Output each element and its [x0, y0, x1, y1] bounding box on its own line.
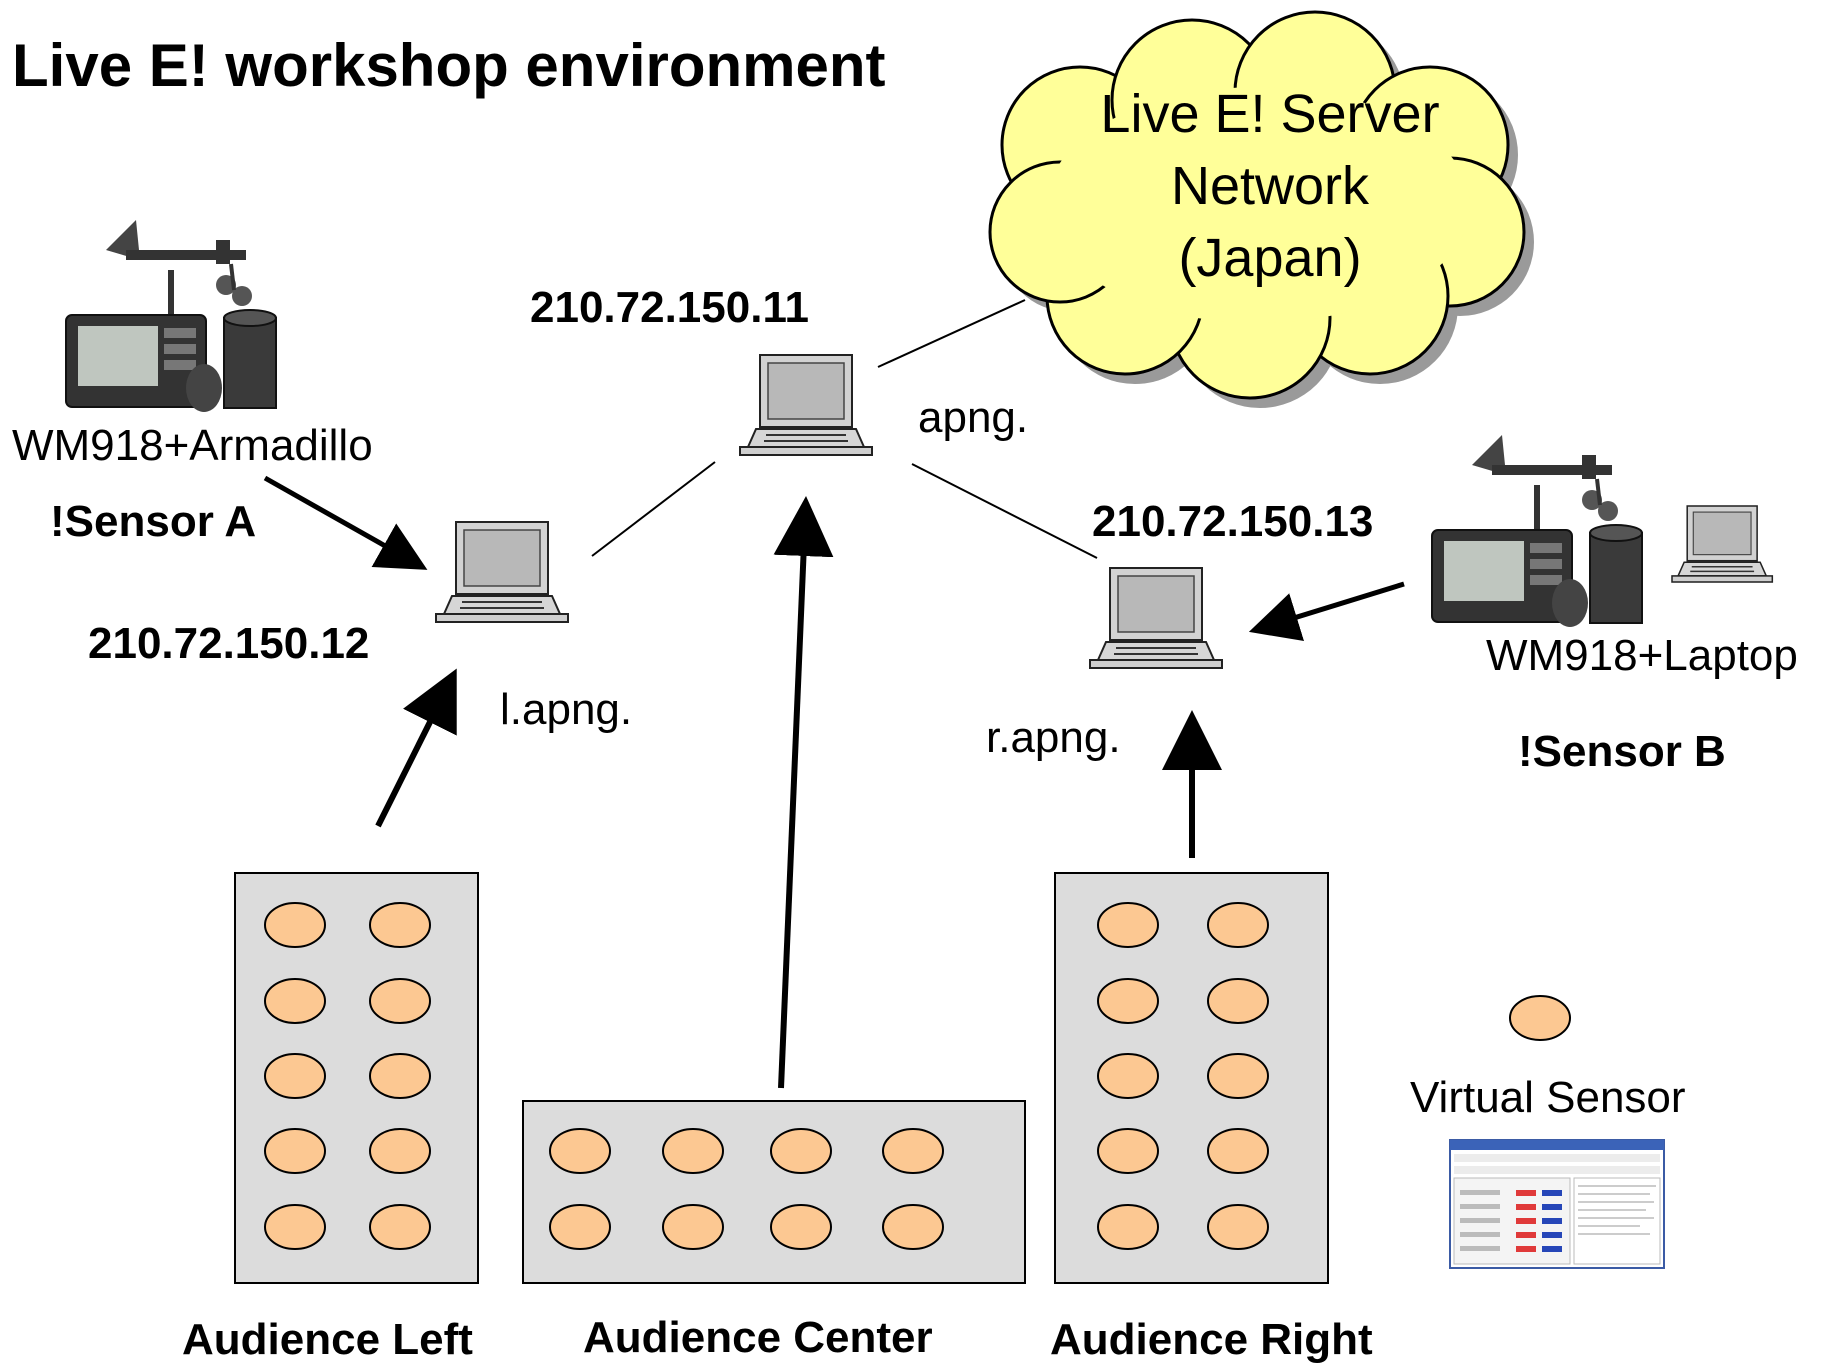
access-point-right-laptop: [1089, 567, 1223, 669]
arrow-audience-center-to-center: [773, 496, 834, 1089]
sensor-a-weather-station: [64, 218, 278, 414]
arrow-sensor-a-to-left: [263, 475, 428, 570]
audience-right-block: [1054, 872, 1329, 1284]
legend-virtual-sensor-label: Virtual Sensor: [1410, 1073, 1686, 1122]
virtual-sensor-seat-center: [549, 1128, 611, 1174]
virtual-sensor-seat-right: [1097, 978, 1159, 1024]
sensor-b-weather-station: [1430, 433, 1644, 629]
audience-right-label: Audience Right: [1050, 1315, 1373, 1364]
virtual-sensor-seat-right: [1207, 978, 1269, 1024]
cloud-label-line-3: (Japan): [1178, 228, 1362, 288]
virtual-sensor-seat-left: [369, 1204, 431, 1250]
access-point-right-ip: 210.72.150.13: [1092, 497, 1374, 546]
arrow-sensor-b-to-right: [1248, 581, 1405, 642]
audience-center-block: [522, 1100, 1026, 1284]
legend-virtual-sensor-icon: [1509, 995, 1571, 1041]
virtual-sensor-seats: [264, 902, 1269, 1250]
cloud-label-line-2: Network: [1170, 156, 1370, 216]
virtual-sensor-seat-center: [882, 1204, 944, 1250]
virtual-sensor-seat-left: [369, 978, 431, 1024]
audience-center-label: Audience Center: [583, 1313, 933, 1362]
link-center-left: [591, 461, 716, 557]
audience-left-label: Audience Left: [182, 1315, 473, 1364]
virtual-sensor-seat-left: [264, 1053, 326, 1099]
sensor-b-device-label: WM918+Laptop: [1486, 631, 1798, 680]
virtual-sensor-seat-center: [882, 1128, 944, 1174]
access-point-left-ip: 210.72.150.12: [88, 619, 370, 668]
virtual-sensor-seat-center: [770, 1128, 832, 1174]
sensor-b-laptop: [1671, 505, 1774, 583]
virtual-sensor-seat-left: [264, 1128, 326, 1174]
virtual-sensor-app-window: [1449, 1139, 1665, 1269]
virtual-sensor-seat-right: [1097, 1204, 1159, 1250]
access-point-center-laptop: [739, 354, 873, 456]
virtual-sensor-seat-right: [1097, 1053, 1159, 1099]
sensor-b-label: !Sensor B: [1518, 727, 1726, 776]
access-point-center-name: apng.: [918, 393, 1029, 442]
sensor-a-device-label: WM918+Armadillo: [12, 421, 373, 470]
page-title: Live E! workshop environment: [12, 32, 886, 99]
virtual-sensor-seat-center: [662, 1128, 724, 1174]
virtual-sensor-seat-left: [264, 1204, 326, 1250]
virtual-sensor-seat-right: [1207, 1128, 1269, 1174]
link-center-cloud: [877, 299, 1026, 368]
cloud-label-line-1: Live E! Server: [1100, 84, 1440, 144]
virtual-sensor-seat-right: [1097, 1128, 1159, 1174]
virtual-sensor-seat-right: [1207, 1053, 1269, 1099]
virtual-sensor-seat-left: [369, 1053, 431, 1099]
access-point-left-laptop: [435, 521, 569, 623]
arrow-audience-left-to-left: [375, 668, 457, 828]
virtual-sensor-seat-center: [662, 1204, 724, 1250]
sensor-a-label: !Sensor A: [50, 497, 257, 546]
access-point-left-name: l.apng.: [500, 685, 633, 734]
virtual-sensor-seat-left: [264, 978, 326, 1024]
virtual-sensor-seat-right: [1207, 902, 1269, 948]
virtual-sensor-seat-left: [369, 1128, 431, 1174]
access-point-center-ip: 210.72.150.11: [530, 283, 809, 332]
virtual-sensor-seat-left: [264, 902, 326, 948]
access-point-right-name: r.apng.: [986, 713, 1121, 762]
virtual-sensor-seat-center: [770, 1204, 832, 1250]
virtual-sensor-seat-center: [549, 1204, 611, 1250]
cloud-label: Live E! Server Network (Japan): [1035, 78, 1505, 294]
server-network-cloud: [988, 10, 1534, 408]
virtual-sensor-seat-left: [369, 902, 431, 948]
virtual-sensor-seat-right: [1097, 902, 1159, 948]
link-center-right: [911, 463, 1098, 559]
virtual-sensor-seat-right: [1207, 1204, 1269, 1250]
